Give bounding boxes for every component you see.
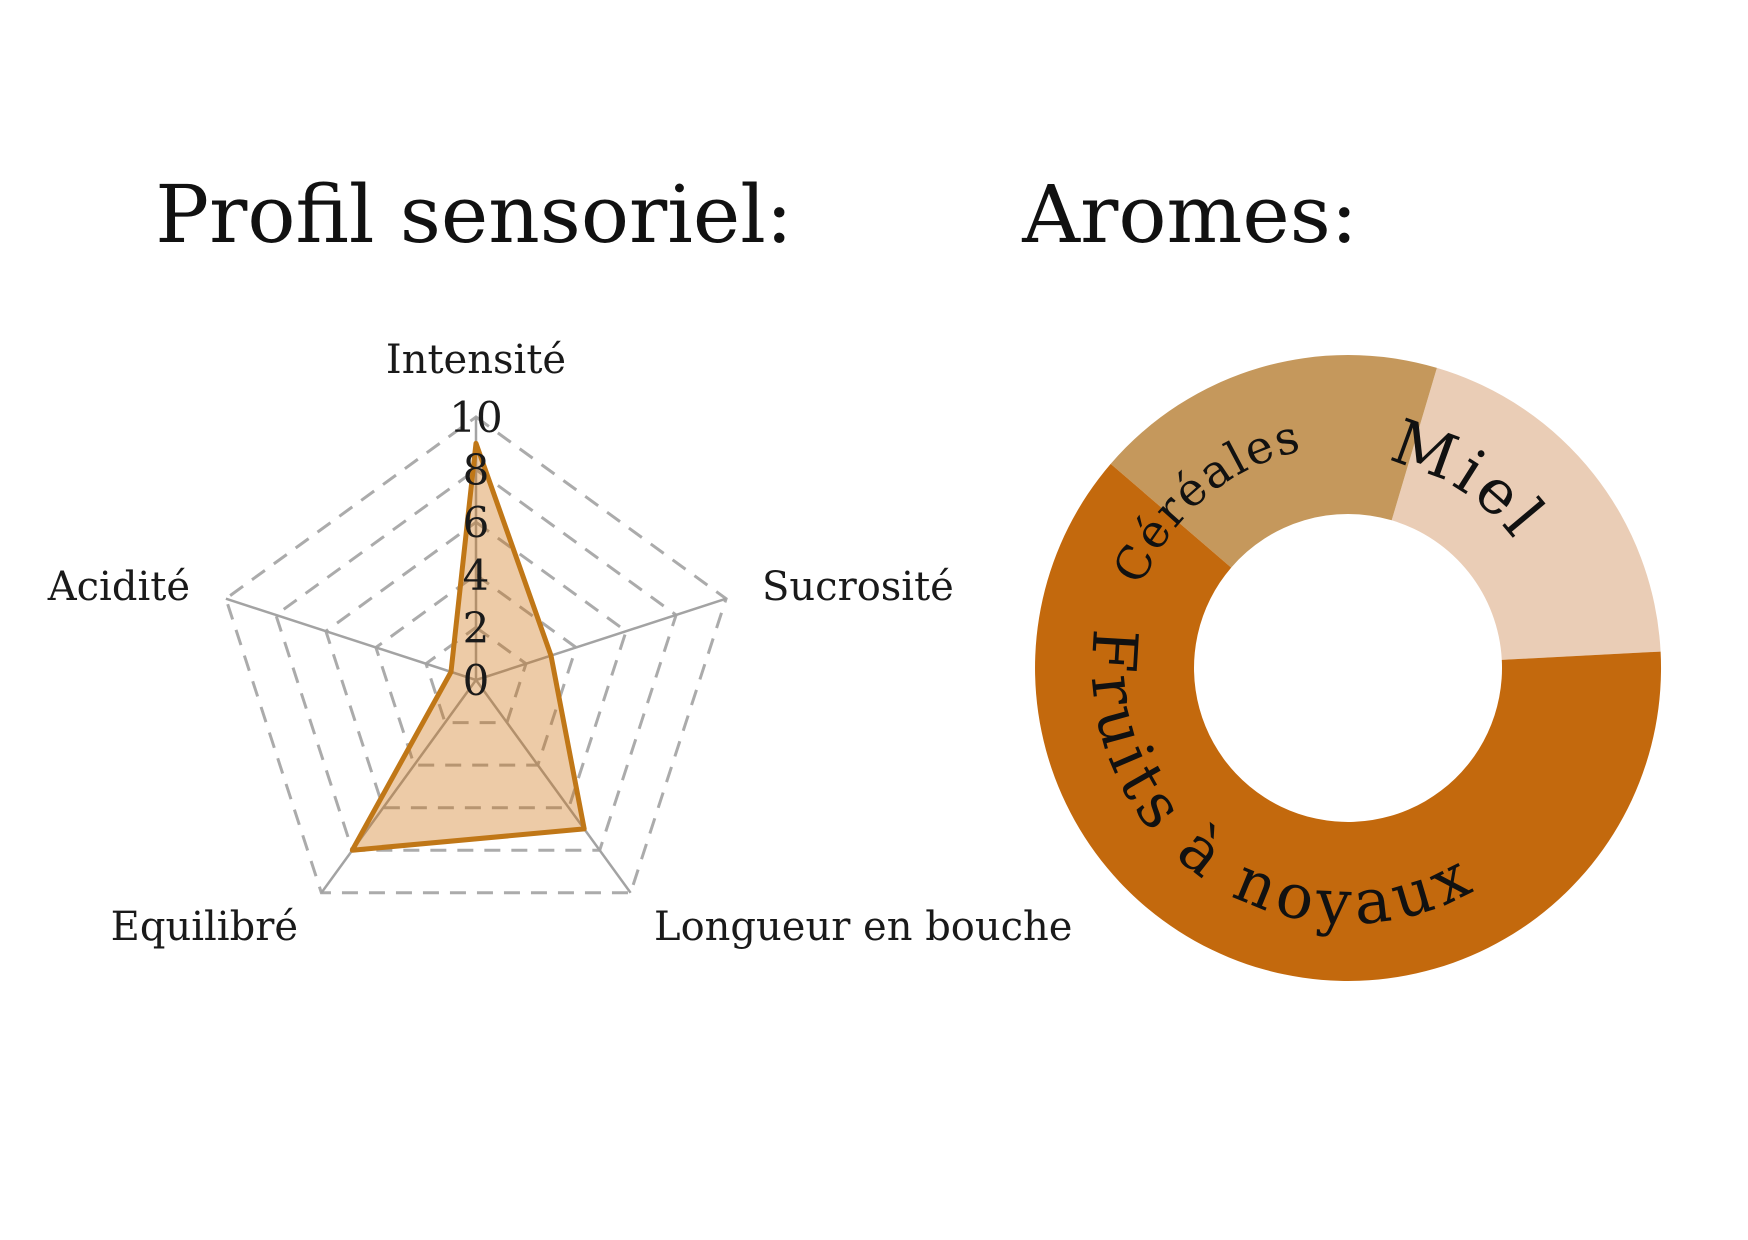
donut-segment-c-r-ales bbox=[1110, 355, 1437, 568]
radar-axis-line bbox=[475, 597, 727, 682]
radar-tick-label: 0 bbox=[463, 656, 490, 705]
radar-grid-ring bbox=[324, 520, 628, 810]
radar-axis-label: Equilibré bbox=[111, 904, 298, 950]
radar-tick-label: 6 bbox=[463, 498, 490, 547]
radar-tick-label: 10 bbox=[449, 393, 502, 442]
radar-data-polygon bbox=[349, 440, 587, 853]
donut-chart-title: Aromes: bbox=[1022, 168, 1358, 261]
radar-axis-label: Intensité bbox=[386, 337, 566, 383]
radar-grid-ring bbox=[424, 625, 528, 725]
radar-axis-line bbox=[320, 679, 478, 894]
radar-axis-label: Acidité bbox=[47, 564, 190, 610]
radar-axis-label: Longueur en bouche bbox=[654, 904, 1072, 950]
radar-tick-label: 4 bbox=[463, 551, 490, 600]
radar-axis-line bbox=[225, 597, 477, 682]
radar-tick-label: 2 bbox=[463, 603, 490, 652]
radar-grid-ring bbox=[374, 572, 578, 767]
radar-axis-label: Sucrosité bbox=[762, 564, 954, 610]
radar-tick-label: 8 bbox=[463, 446, 490, 495]
radar-axis-line bbox=[474, 679, 632, 894]
radar-chart-title: Profil sensoriel: bbox=[155, 168, 793, 261]
radar-grid-ring bbox=[224, 415, 728, 895]
donut-segment-fruits-noyaux bbox=[1035, 463, 1662, 981]
donut-segment-miel bbox=[1391, 367, 1661, 660]
radar-grid-ring bbox=[274, 467, 678, 852]
